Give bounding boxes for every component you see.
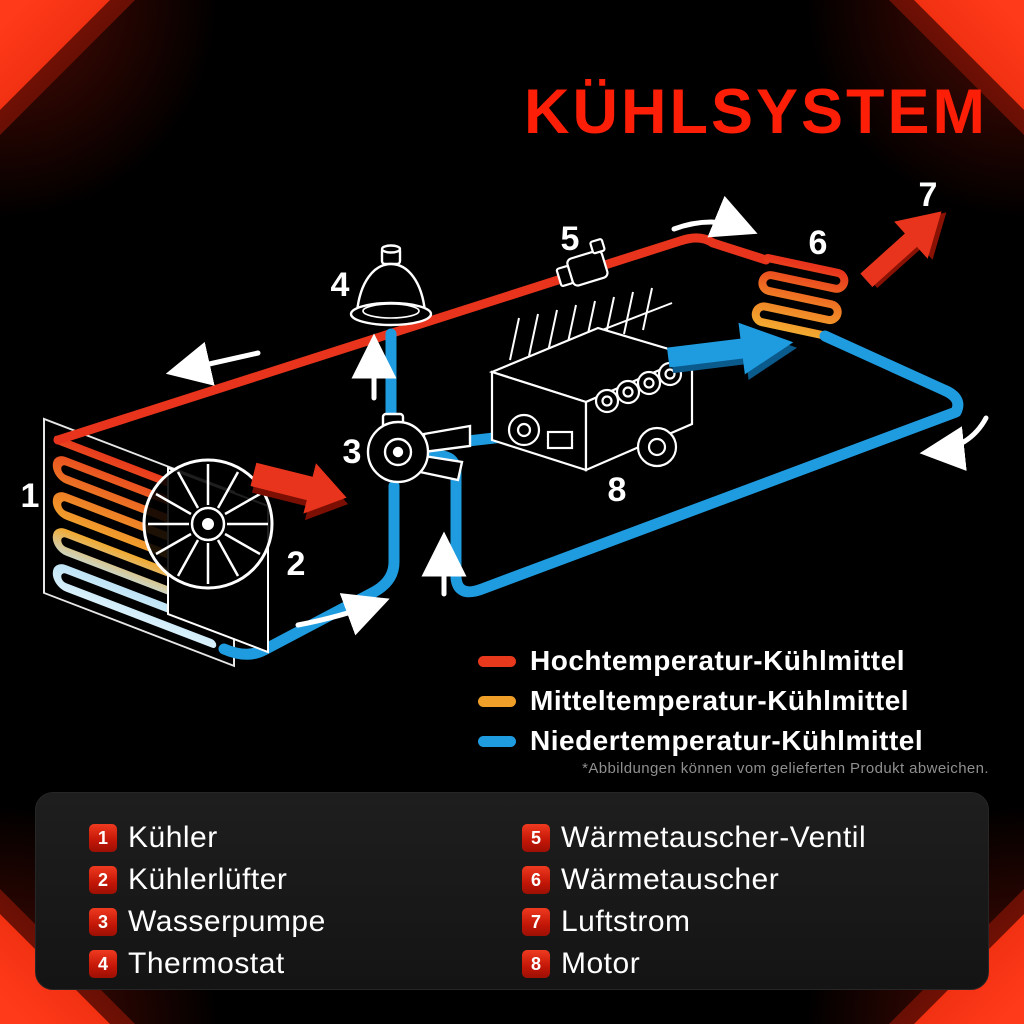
- part-item-motor: 8 Motor: [522, 947, 988, 981]
- callout-3: 3: [343, 433, 362, 471]
- engine: [488, 287, 696, 472]
- part-label: Motor: [561, 947, 641, 980]
- part-number-badge: 7: [522, 908, 550, 936]
- callout-7: 7: [919, 176, 938, 214]
- airflow-arrow-cool: [666, 322, 797, 380]
- part-label: Kühlerlüfter: [128, 863, 288, 896]
- part-label: Wärmetauscher-Ventil: [561, 821, 867, 854]
- part-item-kuehlerluefter: 2 Kühlerlüfter: [89, 863, 522, 897]
- pipe-high-temp: [53, 233, 771, 445]
- part-label: Kühler: [128, 821, 218, 854]
- part-number-badge: 1: [89, 824, 117, 852]
- parts-list: 1 Kühler 2 Kühlerlüfter 3 Wasserpumpe 4 …: [36, 793, 988, 985]
- part-number-badge: 6: [522, 866, 550, 894]
- part-item-thermostat: 4 Thermostat: [89, 947, 522, 981]
- part-label: Luftstrom: [561, 905, 691, 938]
- airflow-arrow-out: [860, 211, 947, 289]
- legend-item-mid-temp: Mitteltemperatur-Kühlmittel: [478, 685, 923, 717]
- part-label: Thermostat: [128, 947, 285, 980]
- part-label: Wasserpumpe: [128, 905, 326, 938]
- callout-8: 8: [608, 471, 627, 509]
- callout-5: 5: [561, 220, 580, 258]
- part-item-wasserpumpe: 3 Wasserpumpe: [89, 905, 522, 939]
- heat-exchanger: [751, 253, 849, 340]
- legend-label: Niedertemperatur-Kühlmittel: [530, 725, 924, 756]
- legend-item-low-temp: Niedertemperatur-Kühlmittel: [478, 725, 923, 757]
- legend-label: Mitteltemperatur-Kühlmittel: [530, 685, 910, 716]
- coolant-legend: Hochtemperatur-Kühlmittel Mitteltemperat…: [478, 645, 923, 765]
- legend-item-high-temp: Hochtemperatur-Kühlmittel: [478, 645, 923, 677]
- part-number-badge: 3: [89, 908, 117, 936]
- legend-swatch-orange: [478, 695, 516, 707]
- thermostat: [349, 244, 433, 327]
- callout-4: 4: [331, 266, 350, 304]
- part-item-waermetauscher-ventil: 5 Wärmetauscher-Ventil: [522, 821, 988, 855]
- water-pump: [366, 412, 472, 484]
- legend-swatch-red: [478, 655, 516, 667]
- part-label: Wärmetauscher: [561, 863, 780, 896]
- legend-swatch-blue: [478, 735, 516, 747]
- callout-1: 1: [21, 477, 40, 515]
- part-item-waermetauscher: 6 Wärmetauscher: [522, 863, 988, 897]
- parts-panel: 1 Kühler 2 Kühlerlüfter 3 Wasserpumpe 4 …: [35, 792, 989, 990]
- legend-label: Hochtemperatur-Kühlmittel: [530, 645, 905, 676]
- part-number-badge: 8: [522, 950, 550, 978]
- part-item-luftstrom: 7 Luftstrom: [522, 905, 988, 939]
- page-title: KÜHLSYSTEM: [523, 77, 988, 147]
- flow-direction-arrows: [165, 195, 989, 636]
- disclaimer-text: *Abbildungen können vom gelieferten Prod…: [582, 760, 989, 777]
- part-item-kuehler: 1 Kühler: [89, 821, 522, 855]
- part-number-badge: 5: [522, 824, 550, 852]
- callout-2: 2: [287, 545, 306, 583]
- radiator-fan: [142, 458, 274, 654]
- airflow-arrow-in: [250, 462, 349, 521]
- heater-valve-icon: [555, 238, 609, 288]
- part-number-badge: 2: [89, 866, 117, 894]
- callout-6: 6: [809, 224, 828, 262]
- part-number-badge: 4: [89, 950, 117, 978]
